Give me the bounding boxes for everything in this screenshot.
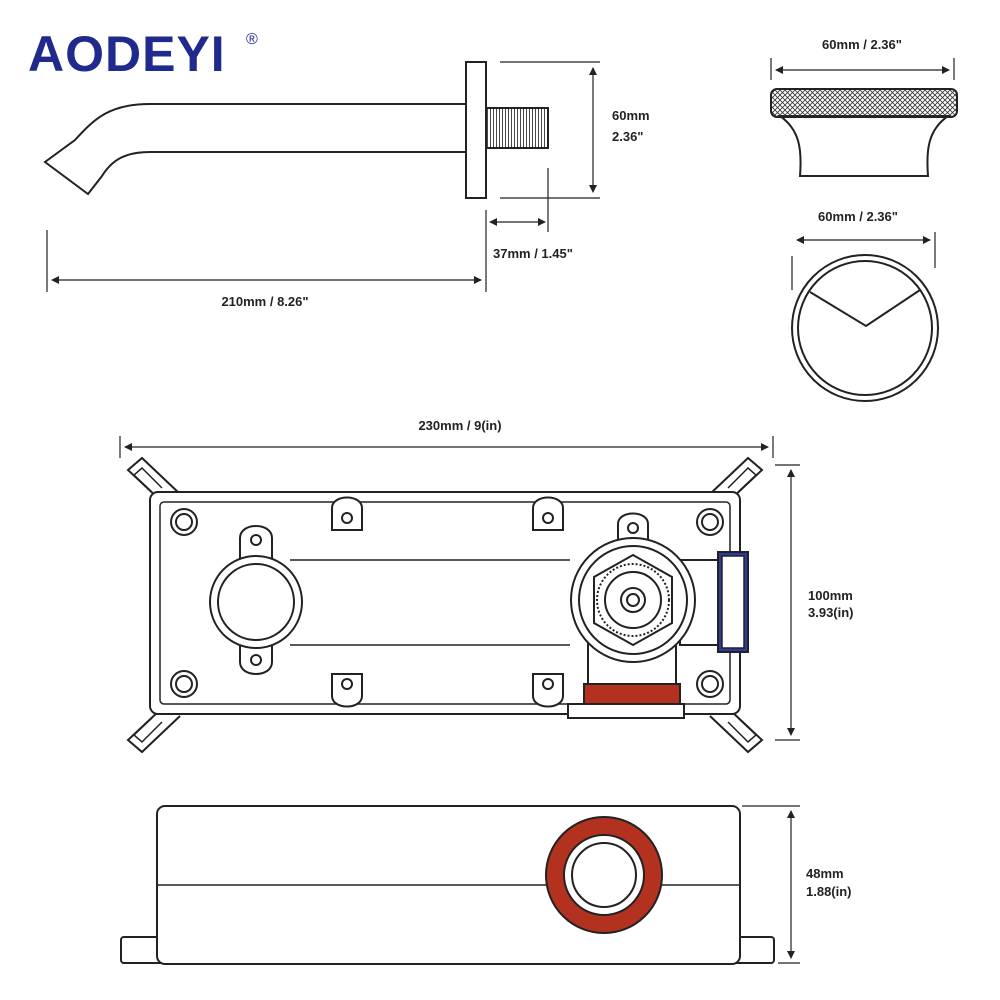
handle-top-dimension bbox=[791, 232, 936, 290]
tab-hole-top-2 bbox=[532, 496, 564, 531]
spout-flange-height-mm: 60mm bbox=[612, 108, 650, 123]
screw-hole-br bbox=[696, 670, 724, 698]
mounting-bracket-tr bbox=[709, 456, 764, 501]
valve-box-front-view bbox=[126, 456, 764, 754]
handle-v-notch bbox=[809, 289, 921, 328]
valve-box-height-mm: 100mm bbox=[808, 588, 853, 603]
brand-name: AODEYI bbox=[28, 26, 226, 82]
valve-box-front-dimensions bbox=[119, 436, 800, 741]
handle-top-view bbox=[791, 254, 939, 402]
spout-flange-height-in: 2.36" bbox=[612, 129, 643, 144]
handle-side-body bbox=[776, 115, 952, 177]
spout-body bbox=[43, 103, 466, 196]
brand-logo: AODEYI ® bbox=[28, 26, 258, 82]
tab-hole-bottom-1 bbox=[331, 673, 363, 708]
mounting-bracket-tl bbox=[126, 456, 181, 501]
valve-box-side-dimension bbox=[742, 805, 800, 964]
spout-flange bbox=[465, 61, 487, 199]
handle-knurled-top bbox=[770, 88, 958, 118]
mounting-bracket-bl bbox=[126, 709, 181, 754]
valve-box-side-view bbox=[120, 805, 775, 965]
spout-drawing bbox=[43, 61, 549, 199]
spout-dimensions bbox=[46, 61, 600, 292]
screw-hole-tr bbox=[696, 508, 724, 536]
valve-box-depth-in: 1.88(in) bbox=[806, 884, 852, 899]
valve-box-width: 230mm / 9(in) bbox=[418, 418, 501, 433]
valve-body bbox=[567, 537, 749, 719]
handle-side-view bbox=[770, 88, 958, 177]
handle-top-width: 60mm / 2.36" bbox=[818, 209, 898, 224]
handle-side-width: 60mm / 2.36" bbox=[822, 37, 902, 52]
mounting-bracket-br bbox=[709, 709, 764, 754]
tab-hole-bottom-2 bbox=[532, 673, 564, 708]
left-outlet bbox=[209, 525, 303, 675]
valve-box-depth-mm: 48mm bbox=[806, 866, 844, 881]
red-seal-bottom bbox=[583, 683, 681, 705]
tab-hole-top-1 bbox=[331, 496, 363, 531]
tab-hole-top-3 bbox=[617, 512, 649, 541]
registered-mark: ® bbox=[246, 31, 258, 48]
screw-hole-bl bbox=[170, 670, 198, 698]
handle-side-dimension bbox=[770, 58, 955, 80]
valve-box-height-in: 3.93(in) bbox=[808, 605, 854, 620]
screw-hole-tl bbox=[170, 508, 198, 536]
spout-thread-length: 37mm / 1.45" bbox=[493, 246, 573, 261]
spout-length: 210mm / 8.26" bbox=[221, 294, 308, 309]
spout-thread bbox=[485, 107, 549, 149]
